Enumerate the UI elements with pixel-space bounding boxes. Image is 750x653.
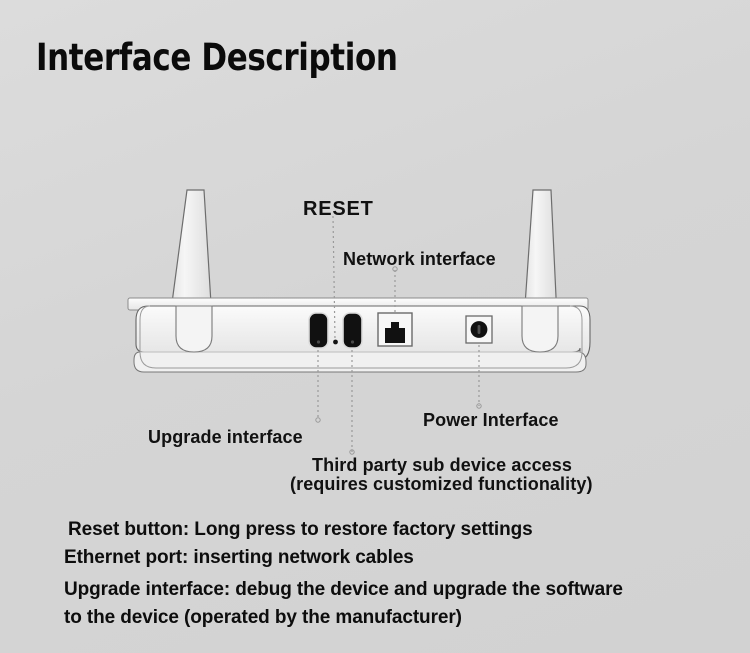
power-port[interactable] [465,315,493,344]
callout-label-reset: RESET [303,198,374,220]
antenna-right [523,189,558,350]
description-line-upgrade: Upgrade interface: debug the device and … [64,579,623,600]
antenna-base-right [521,305,559,353]
router-body [133,305,591,373]
description-line-reset: Reset button: Long press to restore fact… [68,519,533,540]
description-line-ethernet: Ethernet port: inserting network cables [64,547,414,568]
upgrade-port-2[interactable] [342,312,363,349]
callout-label-third-party-access: Third party sub device access [312,455,573,475]
antenna-left [169,189,213,350]
antenna-base-left [175,305,213,353]
description-line-upgrade-cont: to the device (operated by the manufactu… [64,607,462,628]
callout-label-power-interface: Power Interface [423,410,559,430]
upgrade-port-1[interactable] [308,312,329,349]
callout-label-network-interface: Network interface [343,249,496,269]
callout-label-upgrade-interface: Upgrade interface [148,427,303,447]
ethernet-port[interactable] [377,312,413,347]
page-title: Interface Description [36,36,398,79]
reset-hole[interactable] [333,339,338,345]
callout-label-third-party-note: (requires customized functionality) [290,474,593,494]
description-block: Reset button: Long press to restore fact… [64,516,724,632]
router-top-bar [127,297,589,311]
leader-reset [332,215,336,341]
